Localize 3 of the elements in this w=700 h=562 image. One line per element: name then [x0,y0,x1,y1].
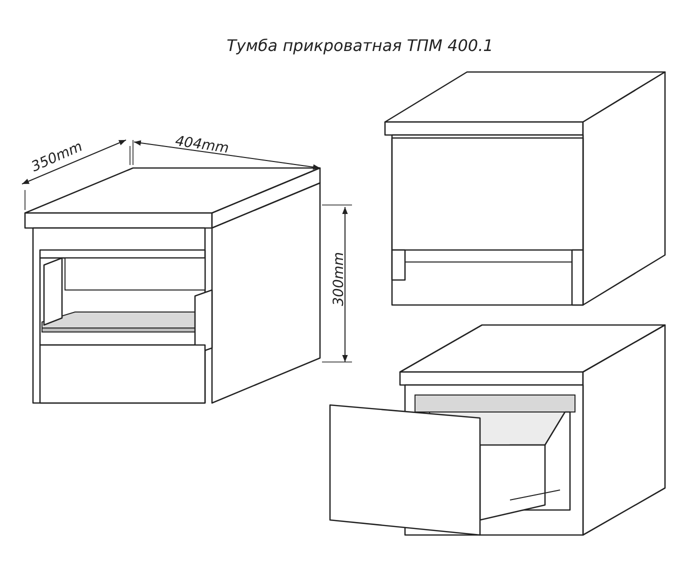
title: Тумба прикроватная ТПМ 400.1 [226,35,494,57]
dimension-label: 300mm [332,252,346,306]
dimension-label: 404mm [174,134,230,156]
